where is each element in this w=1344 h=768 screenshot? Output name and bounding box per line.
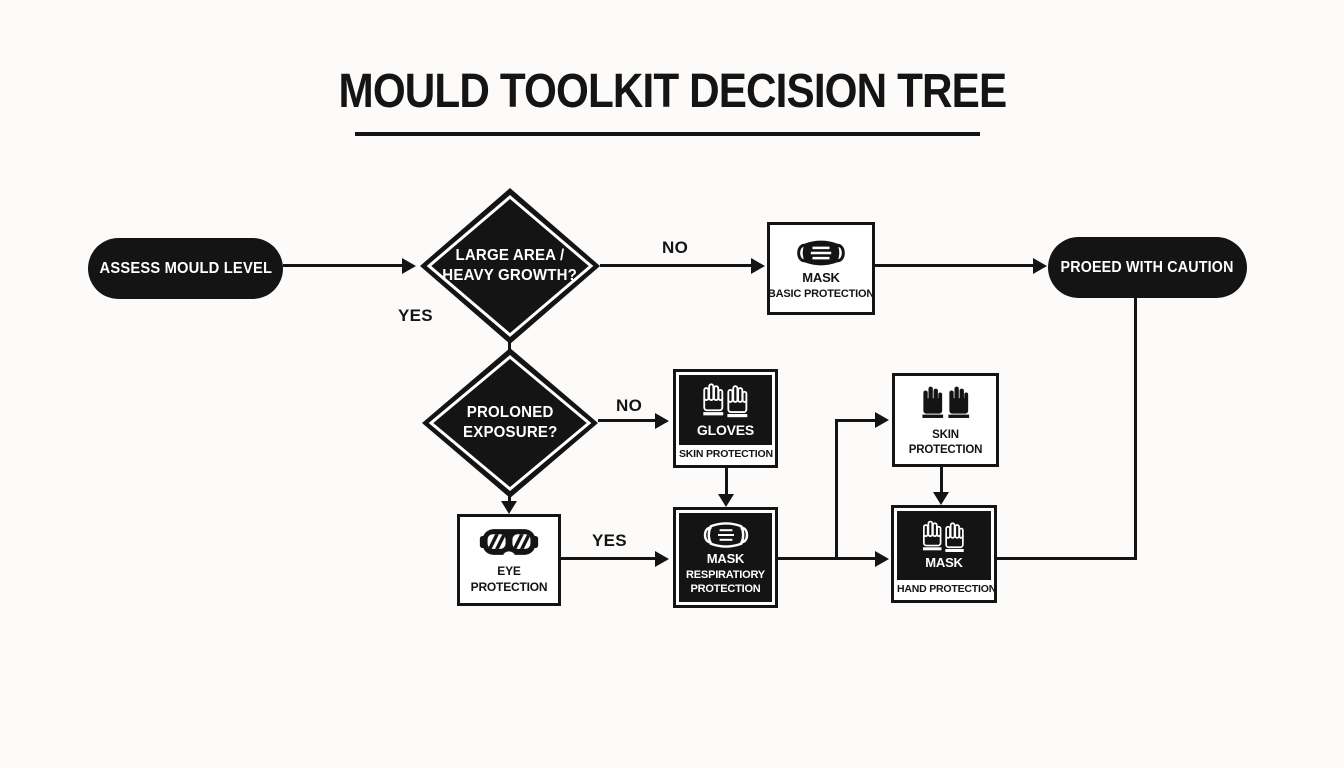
page-title: MOULD TOOLKIT DECISION TREE: [0, 64, 1344, 119]
node-eye-line1: EYE: [497, 564, 521, 579]
arrowhead: [655, 413, 669, 429]
mask-icon: [793, 236, 849, 270]
node-mask-hand-protection: MASK HAND PROTECTION: [891, 505, 997, 603]
edge-maskhand-right: [997, 557, 1136, 560]
edge-decision2-no: [598, 419, 655, 422]
node-gloves-skin-protection: GLOVES SKIN PROTECTION: [673, 369, 778, 468]
edge-skin-to-maskhand: [940, 467, 943, 495]
node-mask-basic-title: MASK: [802, 269, 840, 285]
arrowhead: [1033, 258, 1047, 274]
edge-label-yes-2: YES: [592, 531, 627, 550]
edge-label-yes-1: YES: [398, 306, 433, 325]
node-decision-prolonged-exposure-label: PROLONED EXPOSURE?: [462, 404, 558, 441]
arrowhead: [751, 258, 765, 274]
node-mask-respiratory-line2: RESPIRATIORY: [686, 568, 765, 581]
node-mask-respiratory-panel: MASK RESPIRATIORY PROTECTION: [679, 513, 772, 602]
edge-decision1-yes: [508, 340, 511, 352]
node-eye-line2: PROTECTION: [470, 580, 548, 594]
node-decision-prolonged-exposure: [422, 348, 598, 498]
title-underline: [355, 132, 980, 136]
arrowhead: [875, 412, 889, 428]
node-decision-large-area: [420, 188, 600, 344]
arrowhead: [933, 492, 949, 505]
edge-gloves-to-maskresp: [725, 467, 728, 495]
edge-eye-yes: [561, 557, 655, 560]
edge-start-to-decision1: [283, 264, 404, 267]
edge-decision2-to-eye: [508, 494, 511, 502]
goggles-icon: [479, 524, 539, 561]
node-assess-mould-level-label: ASSESS MOULD LEVEL: [99, 259, 272, 277]
node-gloves-title: GLOVES: [696, 421, 755, 438]
gloves-icon: [920, 383, 972, 425]
edge-label-no-1: NO: [662, 238, 689, 257]
mask-icon: [700, 519, 752, 551]
node-eye-protection: EYE PROTECTION: [457, 514, 561, 606]
edge-maskresp-to-maskhand: [778, 557, 876, 560]
node-mask-basic-subtitle: BASIC PROTECTION: [767, 287, 875, 300]
node-skin-line2: PROTECTION: [908, 443, 983, 456]
arrowhead: [402, 258, 416, 274]
edge-branch-to-skin: [835, 419, 876, 422]
edge-decision1-no: [600, 264, 751, 267]
edge-label-no-2: NO: [616, 396, 643, 415]
node-skin-protection: SKIN PROTECTION: [892, 373, 999, 467]
node-assess-mould-level: ASSESS MOULD LEVEL: [88, 238, 283, 299]
arrowhead: [875, 551, 889, 567]
gloves-icon: [701, 381, 751, 421]
node-mask-respiratory-protection: MASK RESPIRATIORY PROTECTION: [673, 507, 778, 608]
node-mask-respiratory-line1: MASK: [706, 550, 745, 566]
node-mask-basic-protection: MASK BASIC PROTECTION: [767, 222, 875, 315]
node-mask-hand-strip: HAND PROTECTION: [897, 580, 996, 597]
edge-maskhand-up-to-proceed: [1134, 298, 1137, 560]
edge-branch-vertical: [835, 419, 838, 560]
node-decision-large-area-label: LARGE AREA / HEAVY GROWTH?: [442, 247, 578, 284]
edge-maskbasic-to-proceed: [875, 264, 1033, 267]
node-skin-line1: SKIN: [932, 428, 959, 441]
node-gloves-strip: SKIN PROTECTION: [679, 445, 773, 462]
node-proceed-with-caution-label: PROEED WITH CAUTION: [1060, 258, 1235, 276]
arrowhead: [655, 551, 669, 567]
arrowhead: [501, 501, 517, 514]
node-mask-hand-title: MASK: [925, 555, 963, 571]
node-proceed-with-caution: PROEED WITH CAUTION: [1048, 237, 1247, 298]
node-mask-respiratory-line3: PROTECTION: [690, 582, 761, 595]
node-gloves-panel: GLOVES: [679, 375, 772, 445]
page-title-text: MOULD TOOLKIT DECISION TREE: [338, 65, 1007, 118]
arrowhead: [718, 494, 734, 507]
node-mask-hand-panel: MASK: [897, 511, 991, 580]
gloves-icon: [920, 519, 968, 555]
